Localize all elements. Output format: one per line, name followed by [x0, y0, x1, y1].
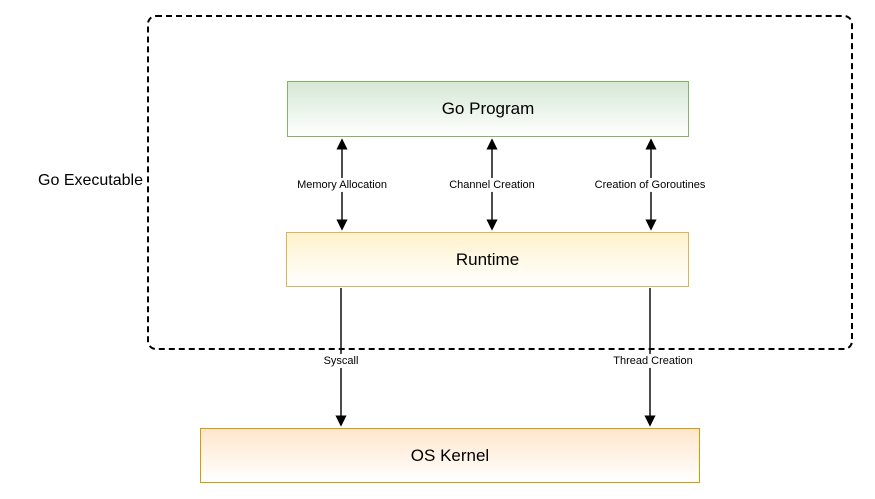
go-executable-container [147, 15, 853, 350]
go-executable-label: Go Executable [38, 172, 143, 189]
go-program-box: Go Program [287, 81, 689, 137]
os-kernel-label: OS Kernel [410, 445, 490, 465]
runtime-label: Runtime [455, 249, 520, 269]
creation-of-goroutines-label: Creation of Goroutines [592, 177, 708, 193]
syscall-label: Syscall [321, 353, 361, 369]
thread-creation-label: Thread Creation [611, 353, 695, 369]
channel-creation-label: Channel Creation [447, 177, 537, 193]
os-kernel-box: OS Kernel [200, 428, 700, 483]
runtime-box: Runtime [286, 232, 689, 287]
memory-allocation-label: Memory Allocation [295, 177, 389, 193]
go-program-label: Go Program [441, 99, 535, 118]
